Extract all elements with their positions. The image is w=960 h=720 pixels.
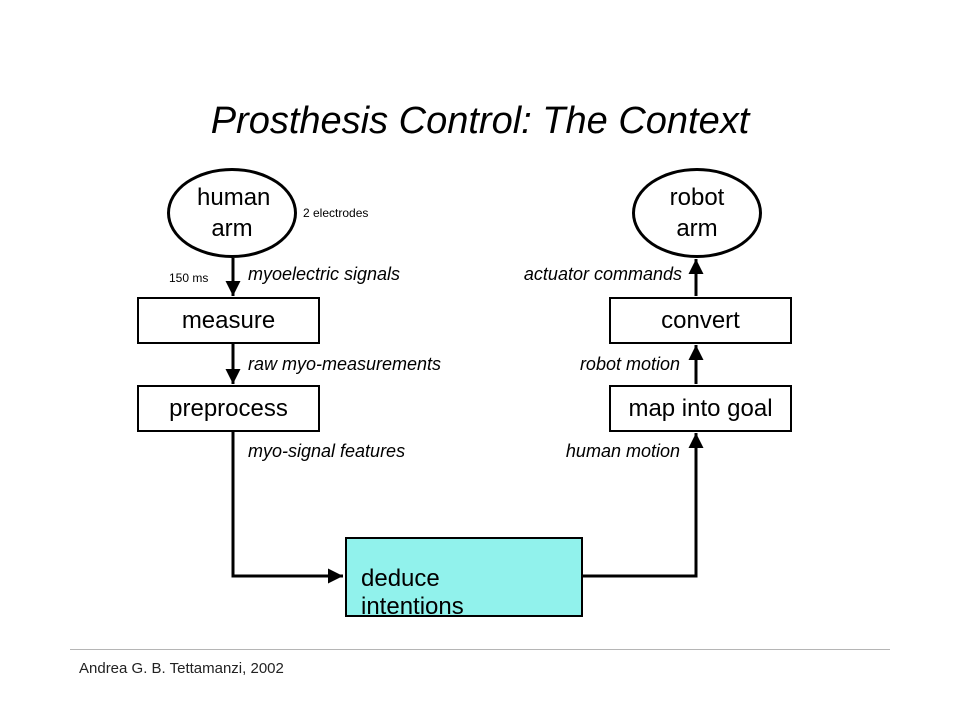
arrow-preprocess-to-deduce [231,432,343,584]
convert-box: convert [609,297,792,344]
map-into-goal-label: map into goal [628,394,773,422]
latency-note: 150 ms [169,271,209,285]
preprocess-box: preprocess [137,385,320,432]
edge-label-myoelectric: myoelectric signals [248,264,401,284]
slide-title: Prosthesis Control: The Context [210,100,750,142]
edge-label-robot-motion: robot motion [579,354,680,374]
electrodes-note: 2 electrodes [303,206,369,220]
arrow-deduce-to-map [583,433,704,578]
footer-divider [70,649,890,650]
footer-credit: Andrea G. B. Tettamanzi, 2002 [79,660,284,677]
edge-label-raw-myo: raw myo-measurements [248,354,442,374]
edge-label-myo-features: myo-signal features [248,441,406,461]
map-into-goal-box: map into goal [609,385,792,432]
human-arm-node: human arm [167,168,297,258]
deduce-intentions-label: deduce intentions [361,565,464,620]
robot-arm-label: robot arm [669,184,725,242]
robot-arm-node: robot arm [632,168,762,258]
edge-label-actuator: actuator commands [523,264,682,284]
preprocess-label: preprocess [169,394,288,422]
edge-label-human-motion: human motion [565,441,680,461]
measure-label: measure [181,306,276,334]
convert-label: convert [661,306,740,334]
human-arm-label: human arm [197,184,271,242]
measure-box: measure [137,297,320,344]
deduce-intentions-box: deduce intentions [345,537,583,620]
